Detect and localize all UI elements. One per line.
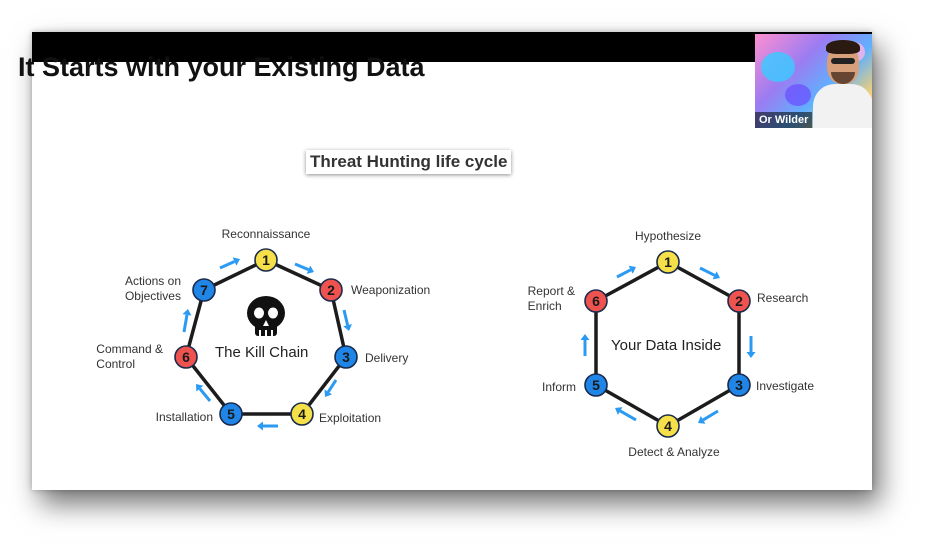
hunting-cycle-step-label-line: Hypothesize (634, 229, 702, 243)
presenter-glasses (831, 58, 855, 64)
background-shape (785, 84, 811, 106)
hunting-cycle-node-number: 3 (735, 377, 743, 393)
kill-chain-node-3 (334, 345, 358, 369)
hunting-cycle-arrow-head (628, 265, 636, 274)
hunting-cycle-node-3 (727, 373, 751, 397)
kill-chain-step-label-line: Installation (155, 410, 213, 424)
hunting-cycle-node-1 (656, 250, 680, 274)
kill-chain-arrow-head (182, 309, 192, 316)
kill-chain-step-label: Weaponization (351, 283, 430, 298)
kill-chain-step-label-line: Actions on (124, 274, 181, 288)
kill-chain-arrow-shaft (182, 314, 189, 333)
background-shape (761, 52, 795, 82)
kill-chain-arrow-head (257, 421, 263, 431)
kill-chain-arrow-head (196, 384, 204, 392)
hunting-cycle-center-label: Your Data Inside (611, 337, 722, 354)
section-title: Threat Hunting life cycle (306, 150, 512, 174)
kill-chain-node-number: 3 (342, 349, 350, 365)
hunting-cycle-node-number: 5 (592, 377, 600, 393)
presenter-beard (831, 72, 855, 84)
hunting-cycle-arrow-head (746, 352, 756, 358)
hunting-cycle-step-label-line: Investigate (756, 379, 815, 393)
hunting-cycle-node-2 (727, 289, 751, 313)
top-bar (32, 32, 872, 62)
kill-chain-step-label-line: Weaponization (351, 283, 431, 297)
kill-chain-step-label: Command &Control (96, 342, 163, 372)
skull-icon (247, 296, 285, 336)
kill-chain-step-label: Installation (156, 410, 213, 425)
hunting-cycle-step-label-line: Research (757, 291, 809, 305)
kill-chain-step-label-line: Control (96, 357, 135, 371)
hunting-cycle-arrow-head (580, 334, 590, 340)
kill-chain-node-number: 5 (227, 406, 235, 422)
kill-chain-arrow-head (232, 257, 240, 266)
kill-chain-arrow-head (324, 389, 333, 397)
kill-chain-node-7 (192, 278, 216, 302)
kill-chain-step-label-line: Exploitation (319, 411, 382, 425)
slide-canvas (32, 62, 872, 490)
hunting-cycle-node-4 (656, 414, 680, 438)
kill-chain-node-number: 4 (298, 406, 306, 422)
hunting-cycle-node-number: 6 (592, 293, 600, 309)
kill-chain-step-label-line: Command & (96, 342, 163, 356)
kill-chain-node-2 (319, 278, 343, 302)
kill-chain-arrow-shaft (342, 309, 350, 326)
hunting-cycle-step-label-line: Report & (527, 284, 575, 298)
hunting-cycle-step-label: Research (757, 291, 808, 306)
slide-title: It Starts with your Existing Data (18, 52, 425, 82)
presenter-video[interactable]: Or Wilder (755, 34, 872, 128)
kill-chain-step-label: Delivery (365, 351, 408, 366)
hunting-cycle-arrow-head (698, 416, 706, 424)
kill-chain-node-5 (219, 402, 243, 426)
presenter-hair (826, 40, 860, 54)
hunting-cycle-step-label: Report &Enrich (528, 284, 575, 314)
hunting-cycle-arrow-shaft (702, 409, 719, 422)
hunting-cycle-step-label-line: Enrich (527, 299, 562, 313)
hunting-cycle-arrow-shaft (699, 266, 716, 277)
hunting-cycle-step-label-line: Inform (541, 380, 576, 394)
hunting-cycle-node-number: 4 (664, 418, 672, 434)
kill-chain-step-label-line: Objectives (124, 289, 181, 303)
kill-chain-step-label-line: Delivery (365, 351, 409, 365)
kill-chain-node-number: 7 (200, 282, 208, 298)
hunting-cycle-step-label: Investigate (756, 379, 814, 394)
kill-chain-center-label: The Kill Chain (215, 344, 309, 361)
hunting-cycle-arrow-shaft (616, 268, 632, 279)
kill-chain-step-label-line: Reconnaissance (221, 227, 311, 241)
presenter-body (813, 84, 872, 128)
kill-chain-arrow-head (343, 324, 352, 331)
kill-chain-arrow-shaft (294, 262, 310, 272)
hunting-cycle-node-number: 1 (664, 254, 672, 270)
kill-chain-step-label: Exploitation (319, 411, 381, 426)
kill-chain-node-6 (174, 345, 198, 369)
hunting-cycle-step-label: Inform (542, 380, 576, 395)
presentation-frame: Or Wilder (32, 32, 872, 490)
kill-chain-node-1 (254, 248, 278, 272)
hunting-cycle-node-6 (584, 289, 608, 313)
kill-chain-arrow-shaft (219, 260, 236, 270)
hunting-cycle-step-label: Detect & Analyze (628, 445, 719, 460)
kill-chain-arrow-shaft (327, 379, 338, 393)
kill-chain-arrow-shaft (198, 387, 212, 402)
hunting-cycle-step-label: Hypothesize (635, 229, 701, 244)
hunting-cycle-arrow-head (615, 407, 623, 415)
kill-chain-step-label: Reconnaissance (222, 227, 311, 242)
hunting-cycle-node-number: 2 (735, 293, 743, 309)
hunting-cycle-arrow-shaft (619, 409, 637, 422)
hunting-cycle-step-label-line: Detect & Analyze (628, 445, 720, 459)
hunting-cycle-arrow-head (712, 271, 720, 280)
kill-chain-node-number: 1 (262, 252, 270, 268)
kill-chain-node-4 (290, 402, 314, 426)
kill-chain-node-number: 2 (327, 282, 335, 298)
presenter-name: Or Wilder (755, 112, 813, 128)
kill-chain-arrow-head (306, 265, 314, 274)
hunting-cycle-node-5 (584, 373, 608, 397)
kill-chain-node-number: 6 (182, 349, 190, 365)
